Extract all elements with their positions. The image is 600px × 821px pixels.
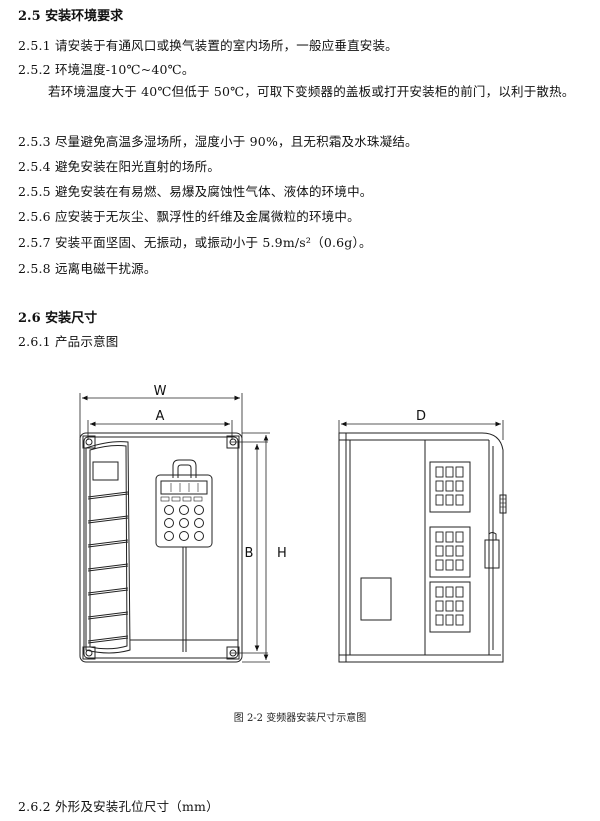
item-2-5-7: 2.5.7 安装平面坚固、无振动，或振动小于 5.9m/s²（0.6g）。 [18, 235, 372, 250]
side-view [338, 420, 507, 663]
section-heading-2-5: 2.5 安装环境要求 [18, 9, 124, 24]
item-2-5-5: 2.5.5 避免安装在有易燃、易爆及腐蚀性气体、液体的环境中。 [18, 184, 373, 199]
dimension-label-w: W [154, 384, 167, 399]
item-2-5-4: 2.5.4 避免安装在阳光直射的场所。 [18, 159, 221, 174]
dimension-label-a: A [156, 409, 165, 424]
section-heading-2-6: 2.6 安装尺寸 [18, 311, 98, 326]
figure-caption: 图 2-2 变频器安装尺寸示意图 [233, 713, 367, 724]
item-2-5-1: 2.5.1 请安装于有通风口或换气装置的室内场所，一般应垂直安装。 [18, 38, 398, 53]
item-2-5-6: 2.5.6 应安装于无灰尘、飘浮性的纤维及金属微粒的环境中。 [18, 209, 360, 224]
item-2-5-3: 2.5.3 尽量避免高温多湿场所，湿度小于 90%，且无积霜及水珠凝结。 [18, 134, 418, 149]
dimension-label-b: B [245, 546, 254, 561]
item-2-5-2: 2.5.2 环境温度-10℃~40℃。 [18, 62, 195, 77]
dimension-label-h: H [277, 546, 287, 561]
installation-dimension-diagram: W A B H [79, 384, 507, 663]
subheading-2-6-2: 2.6.2 外形及安装孔位尺寸（mm） [18, 799, 219, 814]
dimension-label-d: D [416, 409, 426, 424]
temperature-note: 若环境温度大于 40℃但低于 50℃，可取下变频器的盖板或打开安装柜的前门，以利… [48, 84, 575, 99]
front-view [79, 393, 270, 663]
item-2-5-8: 2.5.8 远离电磁干扰源。 [18, 261, 157, 276]
subheading-2-6-1: 2.6.1 产品示意图 [18, 334, 119, 349]
